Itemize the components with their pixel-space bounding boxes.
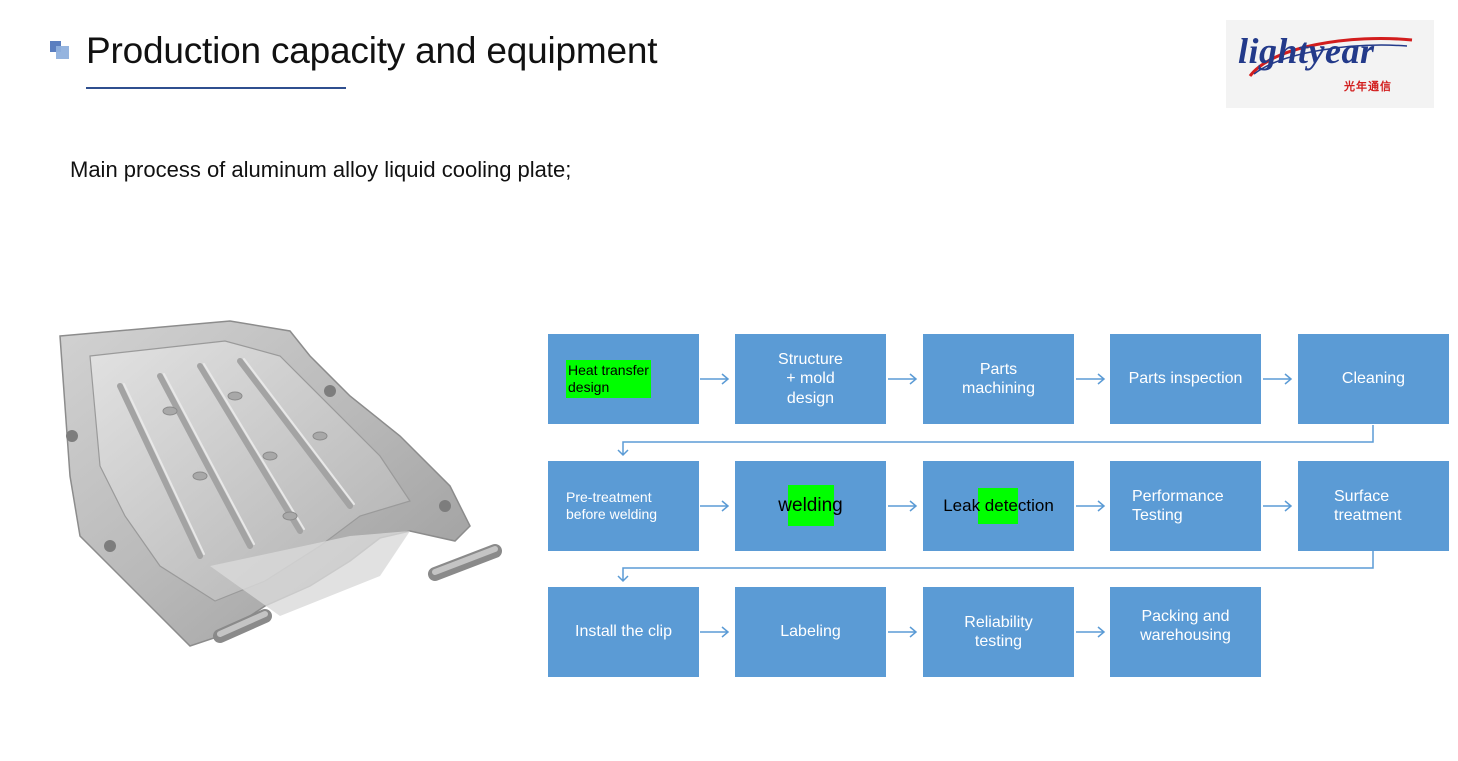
logo-wordmark: lightyear [1238, 31, 1375, 71]
step-reliability-testing: Reliability testing [923, 587, 1074, 677]
arrow-3-4 [1076, 373, 1106, 385]
step-leak-detection: Leak detection [923, 461, 1074, 551]
arrow-2-3 [888, 373, 918, 385]
step-performance-testing: Performance Testing [1110, 461, 1261, 551]
company-logo: lightyear 光年通信 [1226, 20, 1434, 108]
step-parts-inspection: Parts inspection [1110, 334, 1261, 424]
step-labeling: Labeling [735, 587, 886, 677]
title-bullet-icon [50, 41, 74, 61]
step-heat-transfer-design: Heat transfer design [548, 334, 699, 424]
step-welding: welding [735, 461, 886, 551]
step-surface-treatment: Surface treatment [1298, 461, 1449, 551]
arrow-8-9 [1076, 500, 1106, 512]
arrow-9-10 [1263, 500, 1293, 512]
arrow-10-11 [617, 551, 1374, 583]
step-pre-treatment: Pre-treatment before welding [548, 461, 699, 551]
step-parts-machining: Parts machining [923, 334, 1074, 424]
cooling-plate-photo [59, 320, 502, 647]
step-cleaning: Cleaning [1298, 334, 1449, 424]
page-title: Production capacity and equipment [86, 30, 658, 71]
title-underline [86, 87, 346, 89]
arrow-6-7 [700, 500, 730, 512]
arrow-4-5 [1263, 373, 1293, 385]
arrow-11-12 [700, 626, 730, 638]
step-structure-mold-design: Structure + mold design [735, 334, 886, 424]
section-subtitle: Main process of aluminum alloy liquid co… [70, 157, 572, 182]
arrow-13-14 [1076, 626, 1106, 638]
step-packing-warehousing: Packing and warehousing [1110, 587, 1261, 677]
arrow-12-13 [888, 626, 918, 638]
arrow-1-2 [700, 373, 730, 385]
logo-swoosh-icon [1248, 37, 1413, 77]
logo-chinese-text: 光年通信 [1344, 81, 1392, 93]
arrow-7-8 [888, 500, 918, 512]
step-install-clip: Install the clip [548, 587, 699, 677]
arrow-5-6 [617, 425, 1374, 457]
